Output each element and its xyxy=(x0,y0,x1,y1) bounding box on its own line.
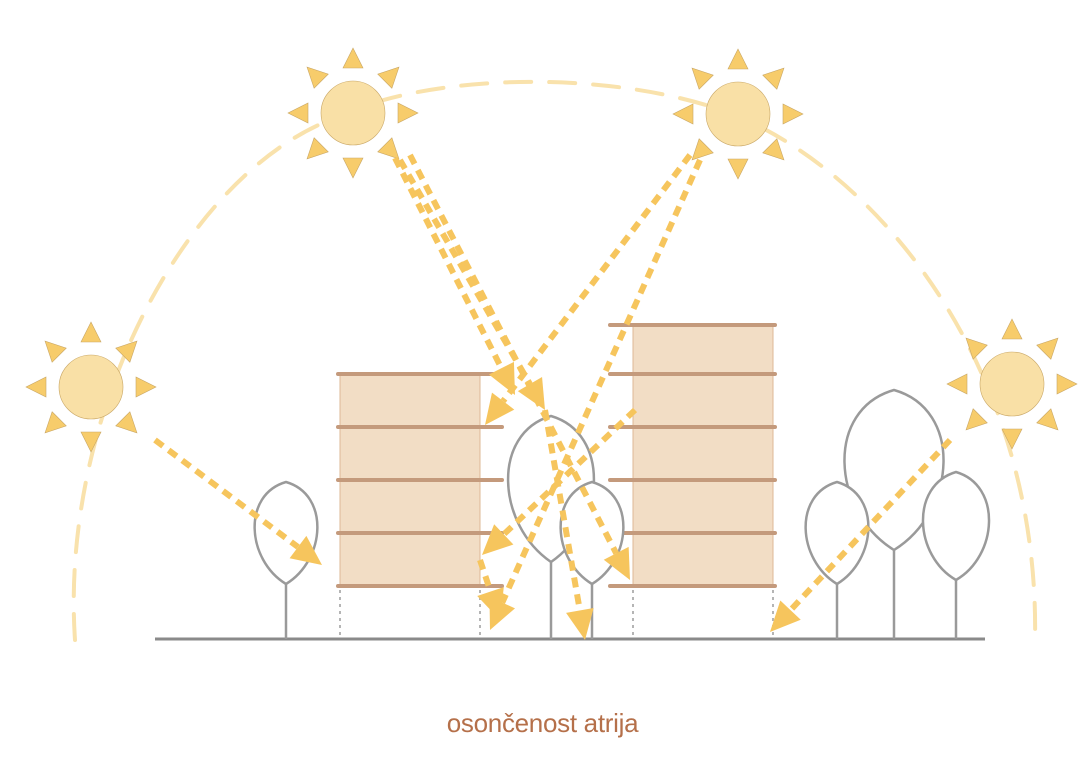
ray-line xyxy=(788,437,953,613)
arrow-icon xyxy=(770,437,953,632)
ray-line xyxy=(153,437,300,550)
sun-ray-triangle xyxy=(965,337,988,360)
sun-ray-triangle xyxy=(1001,428,1023,450)
sun-ray-triangle xyxy=(727,48,749,70)
ray-arrowhead xyxy=(289,535,322,565)
sun-ray-triangle xyxy=(965,408,988,431)
ray-line xyxy=(477,559,494,593)
arrow-icon xyxy=(485,153,693,425)
sun-ray-triangle xyxy=(44,411,67,434)
ray-arrowhead xyxy=(566,608,594,640)
suns xyxy=(25,47,1078,453)
tree-icon xyxy=(804,480,870,639)
sun-ray-triangle xyxy=(115,411,138,434)
ray-arrowhead xyxy=(770,600,801,632)
sun-ray-triangle xyxy=(306,66,329,89)
sun-ray-triangle xyxy=(306,137,329,160)
sun-path-arc xyxy=(71,79,1038,642)
sun-disc xyxy=(320,80,386,146)
ray-line xyxy=(500,153,693,403)
sun-icon xyxy=(287,47,419,179)
sun-ray-triangle xyxy=(25,376,47,398)
sun-disc xyxy=(979,351,1045,417)
sun-icon xyxy=(672,48,804,180)
sun-ray-triangle xyxy=(397,102,419,124)
sun-icon xyxy=(25,321,157,453)
sun-ray-triangle xyxy=(135,376,157,398)
sun-ray-triangle xyxy=(672,103,694,125)
tree-crown xyxy=(253,480,319,586)
sun-ray-triangle xyxy=(1001,318,1023,340)
sun-ray-triangle xyxy=(1036,337,1059,360)
sun-ray-triangle xyxy=(762,67,785,90)
ray-arrowhead xyxy=(477,587,504,620)
arrow-icon xyxy=(542,409,594,640)
sun-ray-triangle xyxy=(287,102,309,124)
ray-arrowhead xyxy=(482,524,514,555)
sun-ray-triangle xyxy=(691,67,714,90)
sun-disc xyxy=(705,81,771,147)
sun-ray-triangle xyxy=(377,137,400,160)
tree-crown xyxy=(804,480,870,586)
sun-ray-triangle xyxy=(946,373,968,395)
ray-line xyxy=(397,158,533,386)
sun-ray-triangle xyxy=(727,158,749,180)
sun-ray-triangle xyxy=(782,103,804,125)
ray-line xyxy=(501,407,638,537)
sun-ray-triangle xyxy=(342,47,364,69)
sun-ray-triangle xyxy=(762,138,785,161)
sun-ray-triangle xyxy=(1036,408,1059,431)
tree-crown xyxy=(921,470,991,582)
sun-disc xyxy=(58,354,124,420)
sun-rays xyxy=(153,153,953,640)
trees xyxy=(253,388,991,639)
arrow-icon xyxy=(477,559,504,620)
ray-arrowhead xyxy=(603,546,630,580)
building-right-body xyxy=(632,324,774,586)
ray-arrowhead xyxy=(488,361,515,395)
ray-line xyxy=(392,156,505,370)
arrow-icon xyxy=(397,158,545,410)
sun-ray-triangle xyxy=(691,138,714,161)
sun-ray-triangle xyxy=(115,340,138,363)
diagram-caption: osončenost atrija xyxy=(446,708,639,738)
buildings xyxy=(336,323,777,638)
sun-ray-triangle xyxy=(377,66,400,89)
sun-path-arc-line xyxy=(71,79,1038,642)
ray-arrowhead xyxy=(485,392,515,425)
sun-icon xyxy=(946,318,1078,450)
sun-ray-triangle xyxy=(342,157,364,179)
sun-ray-triangle xyxy=(44,340,67,363)
arrow-icon xyxy=(482,407,638,555)
tree-icon xyxy=(921,470,991,639)
building-icon xyxy=(608,323,777,638)
arrow-icon xyxy=(392,156,515,395)
ray-line xyxy=(499,158,703,604)
arrow-icon xyxy=(153,437,322,565)
ray-arrowhead xyxy=(517,377,545,410)
sun-ray-triangle xyxy=(80,431,102,453)
building-icon xyxy=(336,372,504,638)
sun-ray-triangle xyxy=(80,321,102,343)
sun-ray-triangle xyxy=(1056,373,1078,395)
